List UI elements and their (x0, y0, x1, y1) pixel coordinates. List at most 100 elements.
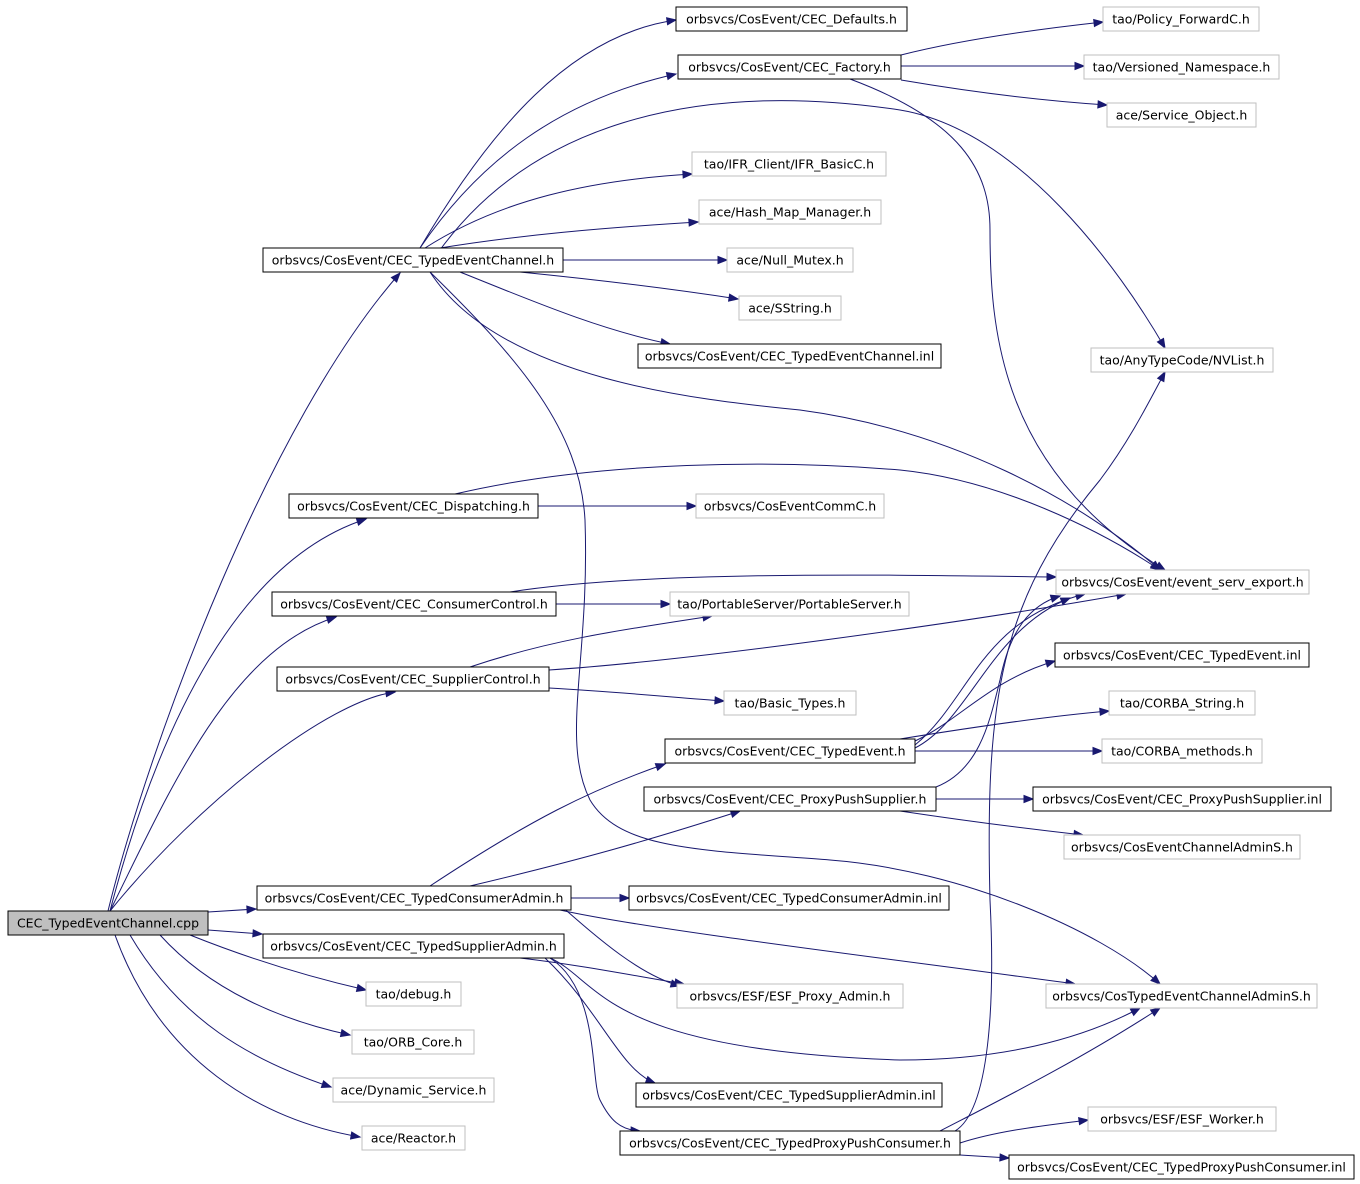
node-label: tao/PortableServer/PortableServer.h (677, 597, 901, 612)
node-root-cpp[interactable]: CEC_TypedEventChannel.cpp (7, 910, 209, 936)
node-typed-proxy-push-consumer-inl[interactable]: orbsvcs/CosEvent/CEC_TypedProxyPushConsu… (1008, 1154, 1355, 1180)
arrow-head (390, 271, 401, 283)
node-orb-core-h[interactable]: tao/ORB_Core.h (351, 1029, 475, 1055)
node-service-object-h[interactable]: ace/Service_Object.h (1106, 102, 1257, 128)
dependency-edge (189, 934, 367, 991)
arrow-head (665, 71, 678, 81)
node-label: orbsvcs/CosEvent/CEC_SupplierControl.h (285, 672, 540, 687)
arrow-head (1023, 794, 1035, 804)
dependency-edge (899, 810, 1084, 836)
dependency-edge (439, 221, 699, 249)
arrow-head (320, 1079, 333, 1089)
arrow-head (1150, 974, 1162, 985)
arrow-head (325, 615, 338, 624)
node-cec-factory-h[interactable]: orbsvcs/CosEvent/CEC_Factory.h (677, 54, 902, 80)
node-dispatching-h[interactable]: orbsvcs/CosEvent/CEC_Dispatching.h (288, 493, 539, 519)
dependency-edge (959, 1119, 1089, 1144)
arrow-head (644, 1075, 657, 1084)
dependency-edge (454, 463, 1161, 571)
node-sstring-h[interactable]: ace/SString.h (738, 295, 842, 321)
arrow-head (660, 599, 672, 609)
node-basic-types-h[interactable]: tao/Basic_Types.h (723, 690, 857, 716)
node-label: CEC_TypedEventChannel.cpp (17, 916, 199, 931)
dependency-edge (935, 595, 1061, 788)
dependency-edge (549, 957, 641, 1132)
arrow-head (686, 501, 698, 511)
node-debug-h[interactable]: tao/debug.h (365, 981, 462, 1007)
node-label: orbsvcs/CosTypedEventChannelAdminS.h (1052, 989, 1311, 1004)
node-label: tao/Basic_Types.h (735, 696, 846, 711)
arrow-head (1078, 1117, 1090, 1126)
node-coseventcommc-h[interactable]: orbsvcs/CosEventCommC.h (695, 493, 885, 519)
arrow-head (1049, 594, 1062, 603)
node-label: ace/Null_Mutex.h (736, 253, 843, 268)
node-consumer-control-h[interactable]: orbsvcs/CosEvent/CEC_ConsumerControl.h (271, 591, 557, 617)
dependency-edge (159, 934, 351, 1036)
node-proxy-push-supplier-inl[interactable]: orbsvcs/CosEvent/CEC_ProxyPushSupplier.i… (1032, 786, 1332, 812)
node-dynamic-service-h[interactable]: ace/Dynamic_Service.h (332, 1077, 495, 1103)
node-typed-proxy-push-consumer-h[interactable]: orbsvcs/CosEvent/CEC_TypedProxyPushConsu… (619, 1130, 961, 1156)
arrow-head (349, 1131, 362, 1140)
node-label: tao/AnyTypeCode/NVList.h (1100, 353, 1265, 368)
node-typed-event-h[interactable]: orbsvcs/CosEvent/CEC_TypedEvent.h (664, 738, 916, 764)
dependency-edge (914, 593, 1086, 746)
node-typed-consumer-admin-h[interactable]: orbsvcs/CosEvent/CEC_TypedConsumerAdmin.… (256, 885, 572, 911)
node-policy-forward-h[interactable]: tao/Policy_ForwardC.h (1102, 6, 1260, 32)
dependency-edge (419, 19, 677, 249)
dependency-edge (424, 100, 1166, 349)
node-versioned-namespace-h[interactable]: tao/Versioned_Namespace.h (1083, 54, 1280, 80)
node-label: tao/Policy_ForwardC.h (1112, 12, 1250, 27)
node-corba-string-h[interactable]: tao/CORBA_String.h (1108, 690, 1256, 716)
dependency-edge (914, 597, 1071, 749)
node-coseventchanneladmins-h[interactable]: orbsvcs/CosEventChannelAdminS.h (1063, 834, 1301, 860)
node-label: orbsvcs/ESF/ESF_Worker.h (1100, 1112, 1264, 1127)
node-event-serv-export-h[interactable]: orbsvcs/CosEvent/event_serv_export.h (1055, 569, 1310, 595)
node-cec-defaults-h[interactable]: orbsvcs/CosEvent/CEC_Defaults.h (675, 6, 908, 32)
dependency-edge (549, 957, 1141, 1061)
node-hash-map-manager-h[interactable]: ace/Hash_Map_Manager.h (698, 199, 882, 225)
node-typed-supplier-admin-h[interactable]: orbsvcs/CosEvent/CEC_TypedSupplierAdmin.… (262, 933, 565, 959)
node-label: orbsvcs/CosEvent/CEC_TypedEvent.h (674, 744, 905, 759)
dependency-edge (914, 660, 1056, 742)
node-label: orbsvcs/CosEvent/CEC_TypedProxyPushConsu… (1017, 1160, 1346, 1175)
node-corba-methods-h[interactable]: tao/CORBA_methods.h (1101, 738, 1263, 764)
dependency-edge (429, 763, 666, 887)
arrow-head (999, 1153, 1011, 1162)
arrow-head (666, 17, 678, 26)
dependency-edge (900, 21, 1104, 56)
node-label: orbsvcs/CosEvent/CEC_TypedConsumerAdmin.… (265, 891, 564, 906)
node-ifr-basic-h[interactable]: tao/IFR_Client/IFR_BasicC.h (691, 151, 887, 177)
dependency-edge (109, 691, 396, 912)
node-label: ace/Reactor.h (371, 1131, 456, 1146)
arrow-head (717, 255, 729, 265)
dependency-edge (559, 909, 1076, 985)
dependency-edge (129, 934, 332, 1088)
dependency-edge (424, 173, 693, 249)
node-label: orbsvcs/CosEvent/CEC_TypedConsumerAdmin.… (636, 891, 942, 906)
node-label: orbsvcs/CosEvent/CEC_TypedEventChannel.h (272, 253, 554, 268)
node-supplier-control-h[interactable]: orbsvcs/CosEvent/CEC_SupplierControl.h (276, 666, 550, 692)
dependency-edge (469, 615, 713, 668)
node-nvlist-h[interactable]: tao/AnyTypeCode/NVList.h (1090, 347, 1274, 373)
dependency-edge (114, 934, 361, 1138)
node-portable-server-h[interactable]: tao/PortableServer/PortableServer.h (669, 591, 910, 617)
node-typed-event-channel-h[interactable]: orbsvcs/CosEvent/CEC_TypedEventChannel.h (262, 247, 564, 273)
node-reactor-h[interactable]: ace/Reactor.h (361, 1125, 466, 1151)
node-label: orbsvcs/CosEvent/CEC_ProxyPushSupplier.i… (1042, 792, 1322, 807)
node-null-mutex-h[interactable]: ace/Null_Mutex.h (726, 247, 854, 273)
dependency-edge (548, 593, 1127, 671)
node-typed-event-channel-inl[interactable]: orbsvcs/CosEvent/CEC_TypedEventChannel.i… (637, 343, 942, 369)
node-costypedeventchanneladmins-h[interactable]: orbsvcs/CosTypedEventChannelAdminS.h (1045, 983, 1318, 1009)
node-typed-supplier-admin-inl[interactable]: orbsvcs/CosEvent/CEC_TypedSupplierAdmin.… (635, 1082, 943, 1108)
node-typed-event-inl[interactable]: orbsvcs/CosEvent/CEC_TypedEvent.inl (1054, 642, 1310, 668)
node-typed-consumer-admin-inl[interactable]: orbsvcs/CosEvent/CEC_TypedConsumerAdmin.… (628, 885, 950, 911)
node-esf-worker-h[interactable]: orbsvcs/ESF/ESF_Worker.h (1087, 1106, 1277, 1132)
node-esf-proxy-admin-h[interactable]: orbsvcs/ESF/ESF_Proxy_Admin.h (676, 983, 904, 1009)
dependency-edge (419, 73, 677, 249)
dependency-edge (519, 957, 685, 985)
node-proxy-push-supplier-h[interactable]: orbsvcs/CosEvent/CEC_ProxyPushSupplier.h (643, 786, 937, 812)
arrow-head (1059, 597, 1072, 606)
arrow-head (619, 893, 631, 903)
node-label: ace/Dynamic_Service.h (341, 1083, 487, 1098)
